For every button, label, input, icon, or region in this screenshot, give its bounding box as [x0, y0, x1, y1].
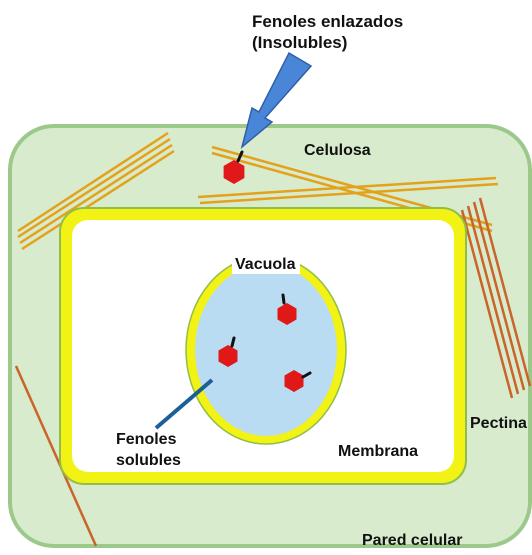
- label-soluble-phenols-2: solubles: [116, 452, 181, 469]
- label-cell-wall: Pared celular: [362, 532, 463, 549]
- vacuole: [195, 264, 337, 436]
- label-vacuole: Vacuola: [235, 256, 296, 273]
- label-cellulose: Celulosa: [304, 142, 371, 159]
- label-bound-phenols: Fenoles enlazados: [252, 12, 403, 31]
- label-bound-phenols-insoluble: (Insolubles): [252, 33, 347, 52]
- label-pectin: Pectina: [470, 415, 527, 432]
- label-membrane: Membrana: [338, 443, 418, 460]
- label-soluble-phenols: Fenoles: [116, 431, 177, 448]
